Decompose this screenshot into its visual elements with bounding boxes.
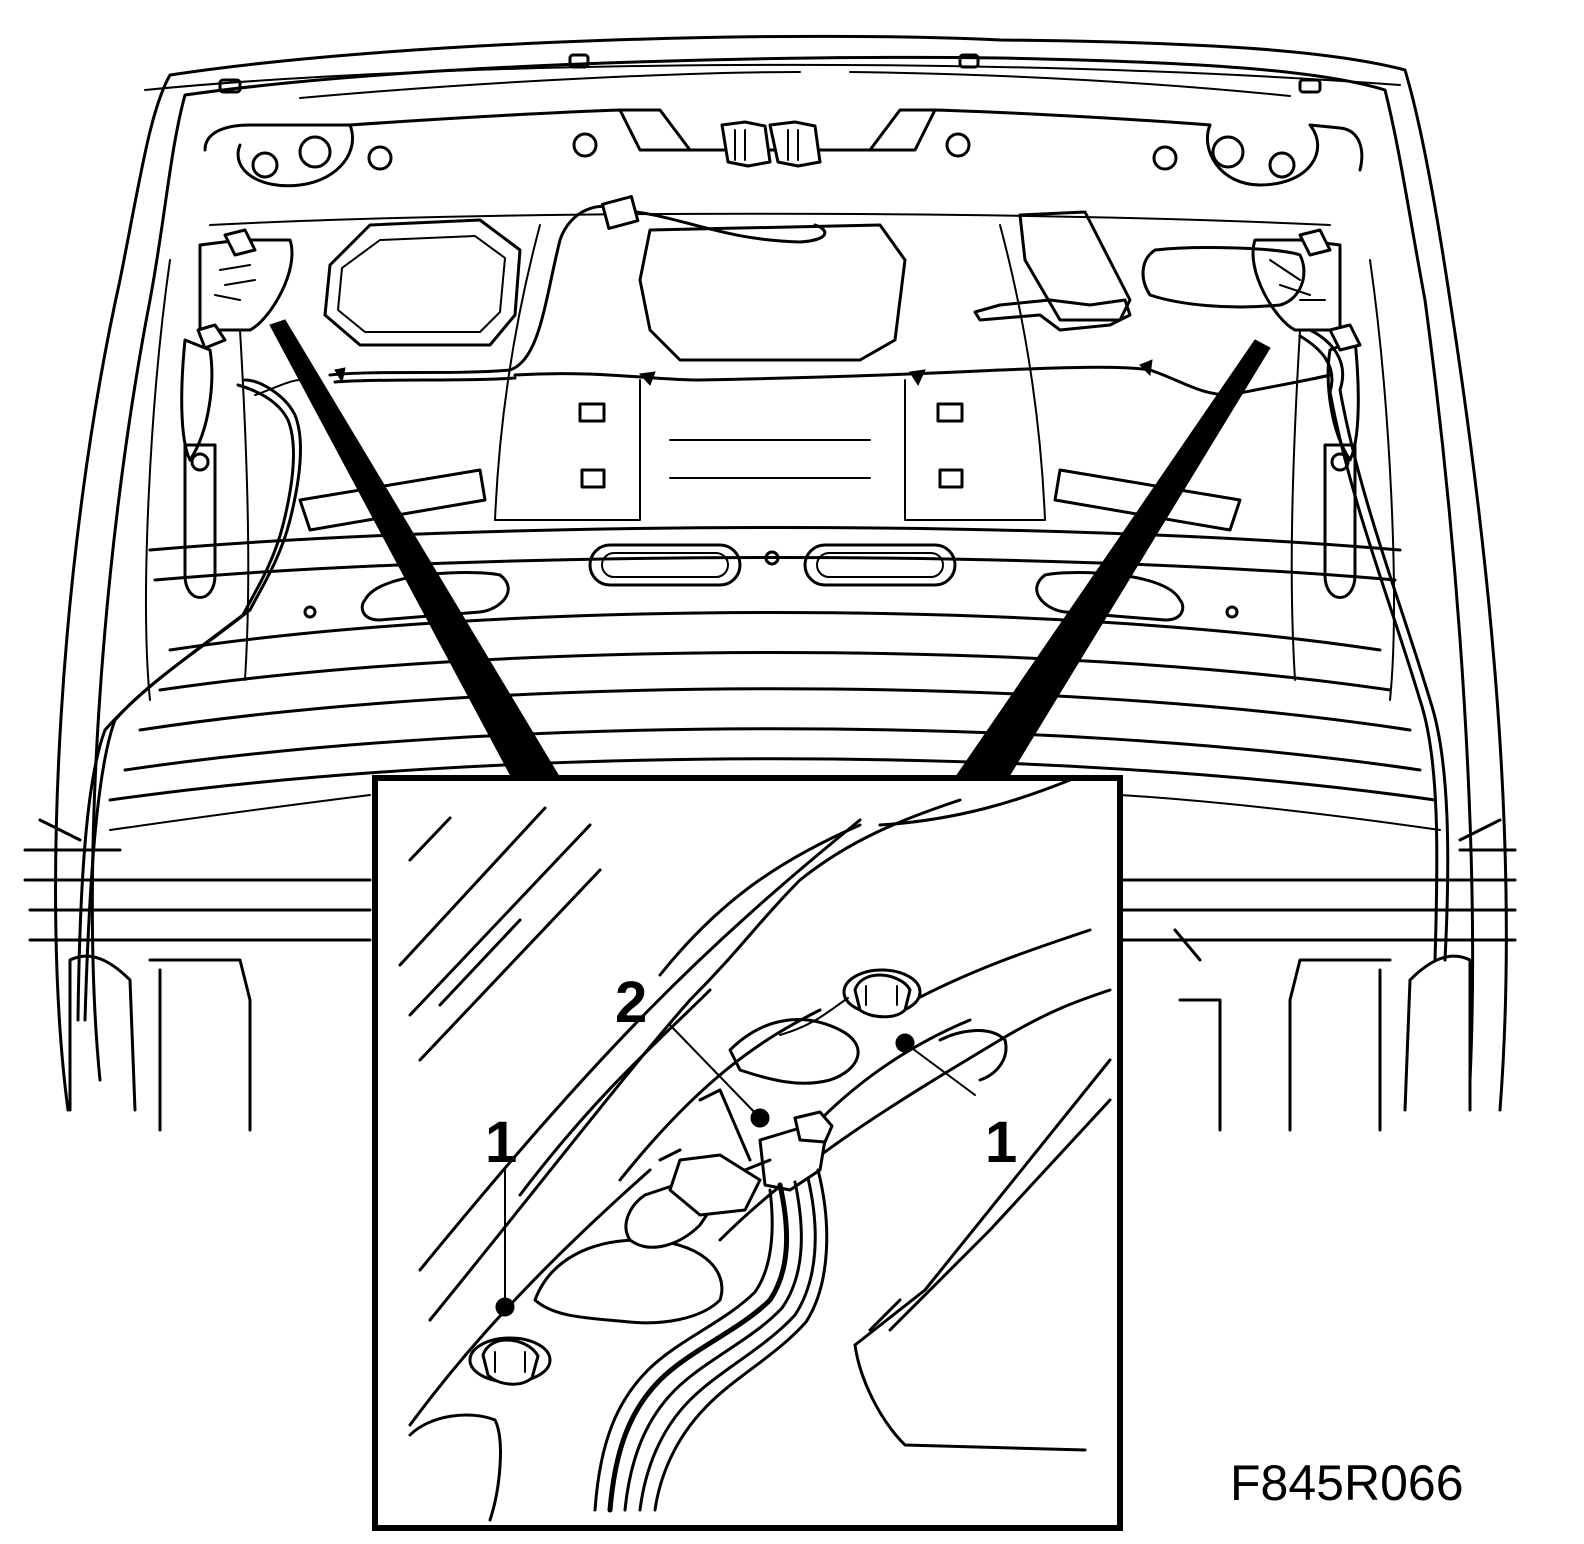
detail-inset-drawing <box>398 778 1112 1522</box>
callout-1-left-clip: 1 <box>485 1110 517 1175</box>
callout-2-connector: 2 <box>615 970 647 1035</box>
detail-magnifier-pointer <box>269 319 1271 781</box>
detail-inset <box>372 775 1123 1531</box>
figure-code: F845R066 <box>1230 1455 1464 1511</box>
callout-1-right-clip: 1 <box>985 1110 1017 1175</box>
